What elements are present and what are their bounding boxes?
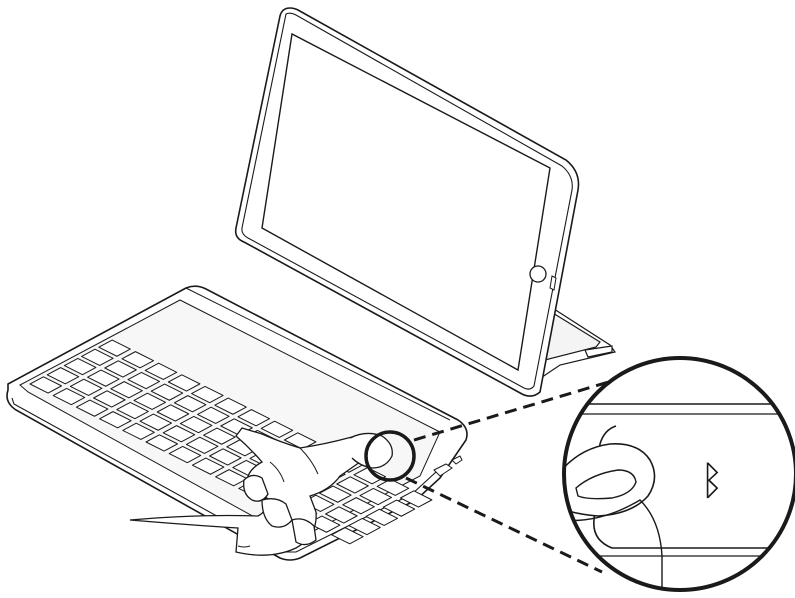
- keyboard-key: [117, 402, 149, 418]
- focus-circle: [366, 432, 414, 480]
- keyboard-key: [320, 486, 352, 502]
- keyboard-key: [343, 498, 375, 514]
- keyboard-key: [105, 361, 137, 377]
- keyboard-key: [366, 509, 398, 525]
- keyboard-key: [100, 412, 132, 428]
- keyboard-key: [82, 349, 114, 365]
- keyboard-key: [168, 375, 200, 391]
- tablet-illustration: [236, 8, 579, 396]
- keyboard-key: [383, 500, 415, 516]
- bluetooth-icon: ᛒ: [700, 458, 724, 504]
- keyboard-key: [163, 426, 195, 442]
- keyboard-key: [326, 507, 358, 523]
- hand-illustration: [130, 428, 392, 555]
- usb-port: [434, 464, 452, 476]
- keyboard-key: [64, 358, 96, 374]
- keyboard-key: [123, 423, 155, 439]
- keyboard-key: [198, 407, 230, 423]
- magnifier-callout: ᛒ: [560, 358, 795, 598]
- keyboard-key: [337, 477, 369, 493]
- keyboard-key: [99, 340, 131, 356]
- tablet-screen: [262, 34, 550, 370]
- keyboard-key: [174, 396, 206, 412]
- keyboard-key: [30, 377, 62, 393]
- keyboard-key: [332, 528, 364, 544]
- callout-lines: [406, 378, 622, 572]
- keyboard-key: [349, 518, 381, 534]
- keyboard-key: [145, 363, 177, 379]
- keyboard-key: [151, 384, 183, 400]
- keyboard-key: [169, 446, 201, 462]
- keyboard-key: [354, 468, 386, 484]
- keyboard-key: [210, 449, 242, 465]
- keyboard-key: [215, 398, 247, 414]
- keyboard-key: [157, 405, 189, 421]
- keyboard-key: [111, 382, 143, 398]
- keyboard-key: [134, 393, 166, 409]
- keyboard-key: [238, 410, 270, 426]
- keyboard-key: [284, 433, 316, 449]
- keyboard-key: [146, 435, 178, 451]
- keyboard-key: [400, 491, 432, 507]
- keyboard-key: [192, 386, 224, 402]
- keyboard-key: [261, 421, 293, 437]
- keyboard-key: [76, 400, 108, 416]
- keyboard-key: [180, 416, 212, 432]
- keyboard-key: [70, 379, 102, 395]
- keyboard-key: [204, 428, 236, 444]
- keyboard-key: [128, 372, 160, 388]
- keyboard-key: [140, 414, 172, 430]
- keyboard-key: [88, 370, 120, 386]
- keyboard-key: [53, 388, 85, 404]
- keyboard-key: [186, 437, 218, 453]
- keyboard-key: [122, 352, 154, 368]
- keyboard-key: [47, 368, 79, 384]
- tablet-home-button: [530, 266, 546, 282]
- keyboard-key: [377, 479, 409, 495]
- keyboard-key: [94, 391, 126, 407]
- keyboard-key: [192, 458, 224, 474]
- keyboard-key: [360, 488, 392, 504]
